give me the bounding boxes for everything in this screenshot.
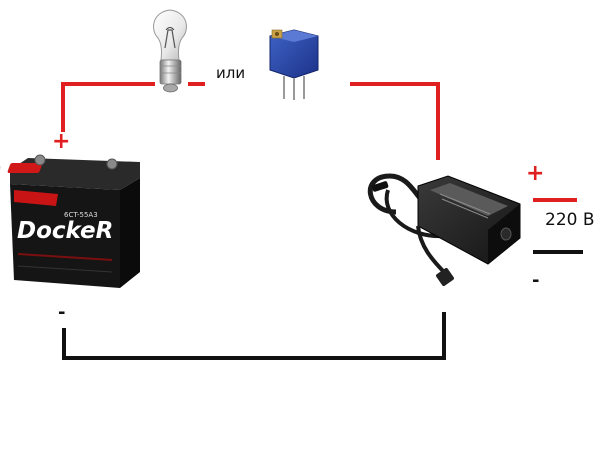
light-bulb-icon <box>153 9 187 93</box>
positive-wire <box>61 82 440 160</box>
or-label: или <box>216 64 245 82</box>
battery-minus-sign: - <box>58 302 65 323</box>
mains-plus-sign: + <box>526 161 544 186</box>
car-battery-icon: 6CT-55A3 DockeR <box>0 154 140 288</box>
trimmer-resistor-icon <box>269 29 319 100</box>
battery-plus-sign: + <box>52 129 70 154</box>
battery-sticker-text: 6CT-55A3 <box>64 211 98 219</box>
negative-wire <box>62 312 446 360</box>
mains-minus-sign: - <box>532 270 539 291</box>
mains-voltage-label: 220 В <box>545 210 595 230</box>
power-adapter-icon <box>368 173 521 286</box>
battery-brand-text: DockeR <box>17 218 113 244</box>
